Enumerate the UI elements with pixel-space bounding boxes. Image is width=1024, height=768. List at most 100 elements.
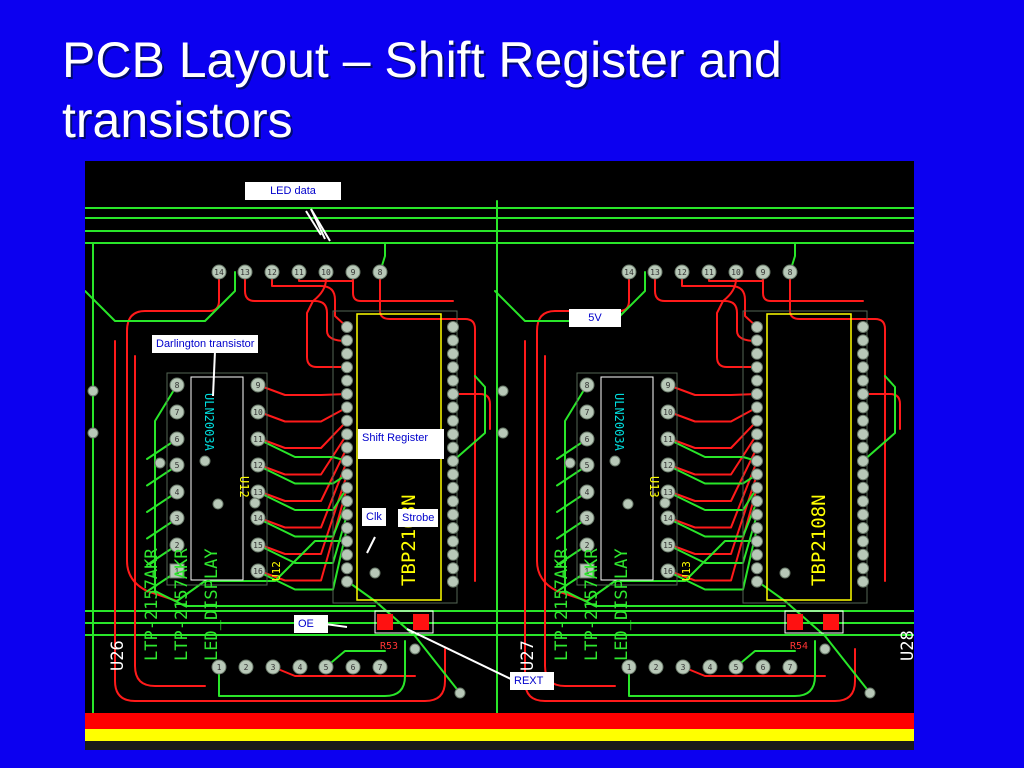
right-cell-shiftreg-left-pin-8 <box>751 414 763 427</box>
right-cell-darlington-left-pin-4 <box>579 457 595 473</box>
left-cell-trace-red-bottom-run <box>272 666 416 677</box>
left-cell-via-1 <box>87 385 99 397</box>
left-cell-darlington-right-pin-3 <box>250 431 266 447</box>
leader-led-data-2 <box>310 208 326 240</box>
left-cell-shiftreg-right-pin-9 <box>447 428 459 441</box>
right-cell-display-top-pin-3-number: 12 <box>677 268 687 277</box>
left-cell-darlington-left-pin-6 <box>169 510 185 526</box>
right-cell-darlington-right-pin-3-number: 11 <box>663 435 673 444</box>
right-cell-shiftreg-left-pin-11 <box>751 455 763 467</box>
right-cell-darlington-ref: U13 <box>647 476 661 498</box>
right-cell-shiftreg-outline <box>766 313 852 601</box>
left-cell-trace-green-7 <box>325 650 386 668</box>
left-cell-trace-red-darl-7 <box>257 473 348 555</box>
left-cell-shiftreg-left-pin-15 <box>341 508 353 521</box>
left-cell-display-top-pin-4 <box>291 264 307 280</box>
left-cell-shiftreg-left-pin-5 <box>341 374 353 387</box>
right-cell-shiftreg-right-pin-19 <box>857 562 869 575</box>
callout-oe: OE <box>294 615 328 633</box>
right-cell-darlington-left-pin-1-number: 8 <box>585 381 590 390</box>
left-cell-display-bottom-pin-7-number: 7 <box>378 663 383 672</box>
next-cell-designator: U28 <box>898 630 914 661</box>
right-cell-shiftreg-right-pin-1 <box>857 321 869 333</box>
left-cell-shiftreg-left-pin-9 <box>341 428 353 441</box>
left-cell-darlington-right-pin-1-number: 9 <box>256 381 261 390</box>
left-cell-shiftreg-right-pin-16 <box>447 522 459 534</box>
left-cell-darlington-right-pin-3-number: 11 <box>253 435 263 444</box>
right-cell-shiftreg-right-pin-10 <box>857 441 869 454</box>
right-cell-display-bottom-pin-2-number: 2 <box>654 663 659 672</box>
right-cell-display-top-pin-1-number: 14 <box>624 268 634 277</box>
left-cell-trace-red-sr-right <box>452 393 491 430</box>
right-cell-darlington-left-pin-1 <box>579 377 595 393</box>
right-cell-shiftreg-left-pin-18 <box>751 548 763 561</box>
callout-darlington-transistor: Darlington transistor <box>152 335 259 353</box>
right-cell-shiftreg-left-pin-12 <box>751 468 763 481</box>
right-cell-shiftreg-left-pin-5 <box>751 374 763 387</box>
left-cell-darlington-right-pin-4-number: 12 <box>253 461 263 470</box>
right-cell-shiftreg-right-pin-9 <box>857 428 869 441</box>
right-cell-display-bottom-pin-4-number: 4 <box>708 663 713 672</box>
left-cell-via-6 <box>249 497 261 509</box>
leader-rext <box>406 628 516 682</box>
right-cell-shiftreg-left-pin-10 <box>751 441 763 454</box>
right-cell-shiftreg-right-pin-7 <box>857 401 869 414</box>
right-cell-darlington-right-pin-1-number: 9 <box>666 381 671 390</box>
left-cell-trace-red-7 <box>379 271 476 582</box>
left-cell-resistor-pad-1 <box>377 614 393 630</box>
left-cell-darlington-left-pin-4-number: 5 <box>175 461 180 470</box>
right-cell-shiftreg-right-pin-13 <box>857 481 869 494</box>
right-cell-display-top-pin-6-number: 9 <box>761 268 766 277</box>
right-cell-via-6 <box>659 497 671 509</box>
left-cell-shiftreg-left-pin-14 <box>341 495 353 508</box>
right-cell-shiftreg-right-pin-11 <box>857 455 869 467</box>
left-cell-shiftreg-right-pin-1 <box>447 321 459 333</box>
right-cell-shiftreg-right-pin-12 <box>857 468 869 481</box>
left-cell-display-top-pin-5-number: 10 <box>321 268 331 277</box>
right-cell-display-bottom-pin-6 <box>755 659 771 675</box>
left-cell-display-top-pin-2 <box>237 264 253 280</box>
right-cell-display-top-pin-5-number: 10 <box>731 268 741 277</box>
right-cell-resistor-pad-1 <box>787 614 803 630</box>
left-cell-trace-red-darl-5 <box>257 446 348 502</box>
left-cell-via-7 <box>369 567 381 579</box>
left-cell-display-bottom-pin-3-number: 3 <box>271 663 276 672</box>
left-cell-darlington-right-pin-8-number: 16 <box>253 567 263 576</box>
left-cell-darlington-left-pin-6-number: 3 <box>175 514 180 523</box>
left-cell-shiftreg-right-pin-8 <box>447 414 459 427</box>
right-cell-trace-green-2 <box>564 384 786 607</box>
right-cell-shiftreg-right-pin-20 <box>857 575 869 588</box>
left-cell-darlington-ref-2: U12 <box>270 561 283 581</box>
left-cell-shiftreg-right-pin-19 <box>447 562 459 575</box>
right-cell-darlington-outline <box>600 376 654 581</box>
right-cell-shiftreg-left-pin-20 <box>751 575 763 588</box>
right-cell-darlington-right-pin-4-number: 12 <box>663 461 673 470</box>
right-cell-display-part-2: LTP-2157AKR <box>582 548 602 661</box>
right-cell-display-bottom-pin-7 <box>782 659 798 675</box>
right-cell-darlington-right-pin-1 <box>660 377 676 393</box>
right-cell-darlington-right-pin-7 <box>660 537 676 553</box>
left-cell-shiftreg-right-pin-10 <box>447 441 459 454</box>
right-cell-shiftreg-left-pin-2 <box>751 334 763 347</box>
right-cell-darlington-right-pin-8-number: 16 <box>663 567 673 576</box>
left-cell-display-part-2: LTP-2157AKR <box>172 548 192 661</box>
right-cell-darlington-left-pin-3-number: 6 <box>585 435 590 444</box>
right-cell-display-top-pin-5 <box>728 264 744 280</box>
right-cell-via-3 <box>564 457 576 469</box>
leader-led-data-3 <box>305 210 322 236</box>
callout-strobe: Strobe <box>398 509 439 527</box>
left-cell-trace-red-darl-2 <box>257 406 348 423</box>
right-cell-darlington-left-pin-2-number: 7 <box>585 408 590 417</box>
right-cell-darlington-ref-2: U13 <box>680 561 693 581</box>
right-cell-darlington-left-pin-6-number: 3 <box>585 514 590 523</box>
callout-rext: REXT <box>510 672 554 690</box>
left-cell-display-bottom-pin-4 <box>292 659 308 675</box>
left-cell-display-top-pin-7 <box>372 264 388 280</box>
left-cell-display-top-pin-7-number: 8 <box>378 268 383 277</box>
right-cell-shiftreg-right-pin-2 <box>857 334 869 347</box>
solder-mask-red-band <box>85 713 914 729</box>
right-cell-display-bottom-pin-3-number: 3 <box>681 663 686 672</box>
left-cell-darlington-right-pin-8 <box>250 563 266 579</box>
callout-led-data: LED data <box>245 182 341 200</box>
